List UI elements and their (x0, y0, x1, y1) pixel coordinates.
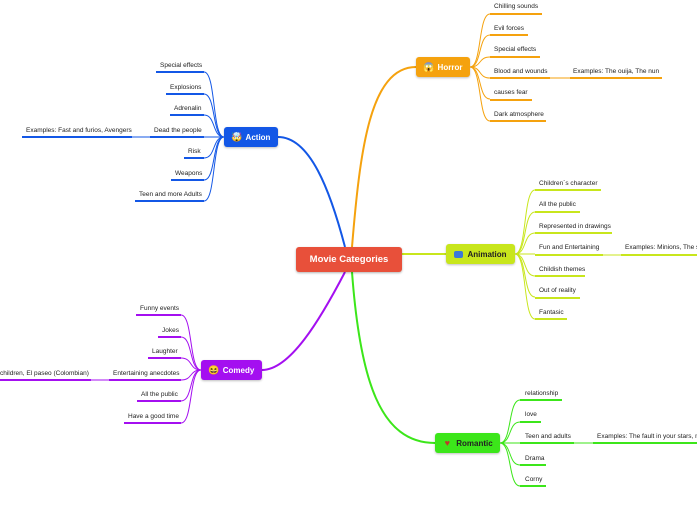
leaf-underline (170, 114, 204, 116)
couple-icon: ♥ (444, 438, 450, 448)
leaf-underline (535, 297, 580, 299)
leaf-animation-4[interactable]: Fun and Entertaining (539, 244, 600, 251)
root-label: Movie Categories (309, 254, 389, 265)
leaf-action-3[interactable]: Adrenalin (174, 105, 202, 112)
leaf-action-7[interactable]: Teen and more Adults (139, 191, 202, 198)
leaf-underline (490, 56, 540, 58)
leaf-underline (535, 211, 580, 213)
leaf-comedy-4[interactable]: Entertaining anecdotes (113, 370, 180, 377)
leaf-action-2[interactable]: Explosions (170, 84, 202, 91)
explosion-face-icon: 🤯 (230, 131, 243, 142)
leaf-romantic-4[interactable]: Drama (525, 455, 545, 462)
leaf-romantic-2[interactable]: love (525, 411, 537, 418)
leaf-underline (136, 314, 181, 316)
leaf-underline (150, 136, 204, 138)
leaf-underline (570, 77, 662, 79)
branch-romantic-label: Romantic (456, 438, 493, 448)
leaf-animation-1[interactable]: Children´s character (539, 180, 598, 187)
leaf-horror-3[interactable]: Special effects (494, 46, 537, 53)
leaf-underline (490, 77, 550, 79)
leaf-underline (490, 120, 546, 122)
branch-animation-label: Animation (467, 249, 507, 259)
leaf-animation-5[interactable]: Childish themes (539, 266, 586, 273)
leaf-underline (490, 99, 532, 101)
leaf-horror-5[interactable]: causes fear (494, 89, 528, 96)
leaf-animation-2[interactable]: All the public (539, 201, 576, 208)
leaf-underline (166, 93, 204, 95)
branch-romantic[interactable]: ♥ Romantic (435, 433, 500, 453)
leaf-comedy-3[interactable]: Laughter (152, 348, 178, 355)
leaf-horror-4[interactable]: Blood and wounds (494, 68, 548, 75)
leaf-action-1[interactable]: Special effects (160, 62, 203, 69)
leaf-horror-example[interactable]: Examples: The ouija, The nun (573, 68, 660, 75)
leaf-romantic-1[interactable]: relationship (525, 390, 559, 397)
leaf-underline (520, 399, 562, 401)
leaf-action-4[interactable]: Dead the people (154, 127, 202, 134)
leaf-underline (520, 421, 541, 423)
leaf-animation-6[interactable]: Out of reality (539, 287, 576, 294)
leaf-action-6[interactable]: Weapons (175, 170, 203, 177)
leaf-romantic-3[interactable]: Teen and adults (525, 433, 571, 440)
leaf-underline (124, 422, 181, 424)
leaf-underline (109, 379, 181, 381)
leaf-underline (535, 275, 585, 277)
leaf-comedy-2[interactable]: Jokes (162, 327, 179, 334)
leaf-underline (184, 157, 204, 159)
leaf-romantic-example[interactable]: Examples: The fault in your stars, m (597, 433, 697, 440)
branch-action-label: Action (245, 132, 271, 142)
leaf-underline (171, 179, 204, 181)
scared-face-icon: 😱 (422, 61, 435, 72)
branch-horror-label: Horror (437, 62, 463, 72)
leaf-comedy-5[interactable]: All the public (141, 391, 178, 398)
leaf-comedy-6[interactable]: Have a good time (128, 413, 179, 420)
leaf-underline (490, 34, 528, 36)
leaf-underline (137, 400, 181, 402)
leaf-romantic-5[interactable]: Corny (525, 476, 543, 483)
leaf-underline (0, 379, 91, 381)
laughing-face-icon: 😆 (208, 364, 220, 375)
leaf-action-example[interactable]: Examples: Fast and furios, Avengers (26, 127, 132, 134)
leaf-underline (593, 442, 697, 444)
leaf-underline (135, 200, 204, 202)
leaf-action-5[interactable]: Risk (188, 148, 201, 155)
leaf-animation-7[interactable]: Fantasic (539, 309, 564, 316)
leaf-horror-1[interactable]: Chilling sounds (494, 3, 539, 10)
leaf-underline (148, 357, 181, 359)
branch-comedy[interactable]: 😆 Comedy (201, 360, 262, 380)
leaf-underline (535, 318, 567, 320)
leaf-underline (156, 71, 204, 73)
leaf-underline (520, 442, 574, 444)
leaf-underline (22, 136, 132, 138)
leaf-underline (520, 485, 546, 487)
branch-comedy-label: Comedy (222, 365, 255, 375)
leaf-horror-2[interactable]: Evil forces (494, 25, 524, 32)
leaf-underline (158, 336, 181, 338)
leaf-animation-3[interactable]: Represented in drawings (539, 223, 611, 230)
branch-horror[interactable]: 😱 Horror (416, 57, 470, 77)
picture-icon (454, 250, 464, 258)
leaf-underline (535, 232, 612, 234)
leaf-comedy-example[interactable]: children, El paseo (Colombian) (0, 370, 89, 377)
branch-animation[interactable]: Animation (446, 244, 515, 264)
leaf-underline (535, 189, 601, 191)
root-topic[interactable]: Movie Categories (296, 247, 402, 272)
branch-action[interactable]: 🤯 Action (224, 127, 278, 147)
leaf-horror-6[interactable]: Dark atmosphere (494, 111, 544, 118)
leaf-underline (520, 464, 546, 466)
leaf-underline (535, 254, 603, 256)
leaf-comedy-1[interactable]: Funny events (140, 305, 180, 312)
leaf-underline (490, 13, 542, 15)
leaf-animation-example[interactable]: Examples: Minions, The si (625, 244, 697, 251)
leaf-underline (621, 254, 697, 256)
